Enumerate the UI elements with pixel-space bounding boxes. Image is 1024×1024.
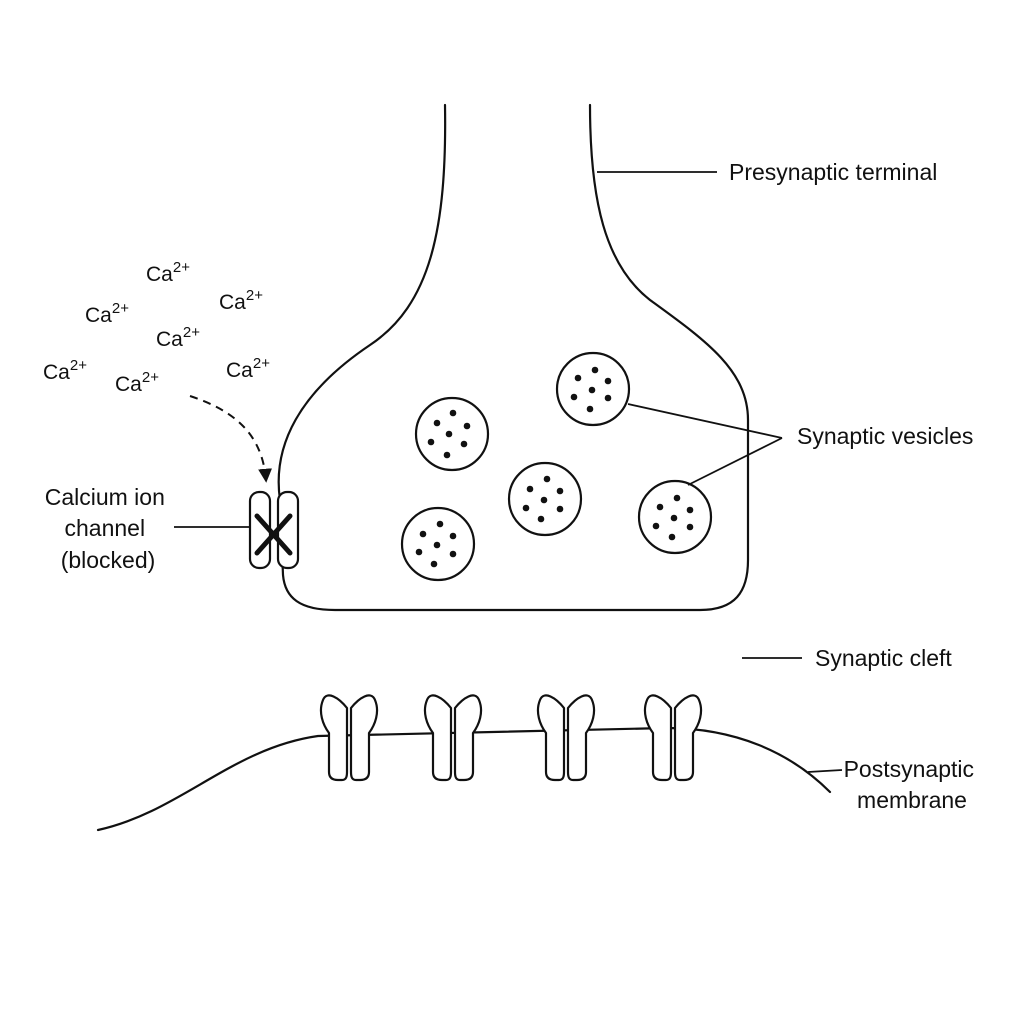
presynaptic-terminal-label: Presynaptic terminal — [729, 159, 937, 185]
synaptic-vesicle — [507, 461, 583, 537]
synaptic-vesicles-leader — [687, 437, 783, 486]
calcium-ion: Ca2+ — [85, 300, 129, 327]
calcium-ion-channel — [248, 490, 300, 570]
calcium-ion: Ca2+ — [115, 369, 159, 396]
postsynaptic-membrane-leader — [807, 769, 843, 773]
presynaptic-terminal-outline — [277, 103, 750, 612]
synaptic-vesicle — [414, 396, 490, 472]
postsynaptic-membrane-label: Postsynaptic membrane — [844, 756, 981, 813]
synaptic-cleft-label: Synaptic cleft — [815, 645, 952, 671]
calcium-ions: Ca2+ Ca2+ Ca2+ Ca2+ Ca2+ Ca2+ Ca2+ — [43, 259, 270, 396]
calcium-ion: Ca2+ — [43, 357, 87, 384]
synaptic-vesicles — [400, 351, 713, 582]
synaptic-vesicles-label: Synaptic vesicles — [797, 423, 973, 449]
synaptic-vesicles-leader — [627, 403, 783, 439]
synaptic-vesicle — [637, 479, 713, 555]
calcium-ion: Ca2+ — [226, 355, 270, 382]
receptor — [536, 694, 596, 782]
receptor — [319, 694, 379, 782]
synaptic-vesicle — [400, 506, 476, 582]
calcium-ion: Ca2+ — [146, 259, 190, 286]
calcium-channel-label: Calcium ion channel (blocked) — [45, 484, 172, 573]
blocked-x-icon — [254, 513, 293, 556]
receptor — [423, 694, 483, 782]
calcium-ion: Ca2+ — [219, 287, 263, 314]
synaptic-vesicle — [555, 351, 631, 427]
receptors — [319, 694, 703, 782]
dashed-arrow-icon — [189, 395, 273, 483]
calcium-ion: Ca2+ — [156, 324, 200, 351]
postsynaptic-membrane — [96, 726, 832, 832]
receptor — [643, 694, 703, 782]
